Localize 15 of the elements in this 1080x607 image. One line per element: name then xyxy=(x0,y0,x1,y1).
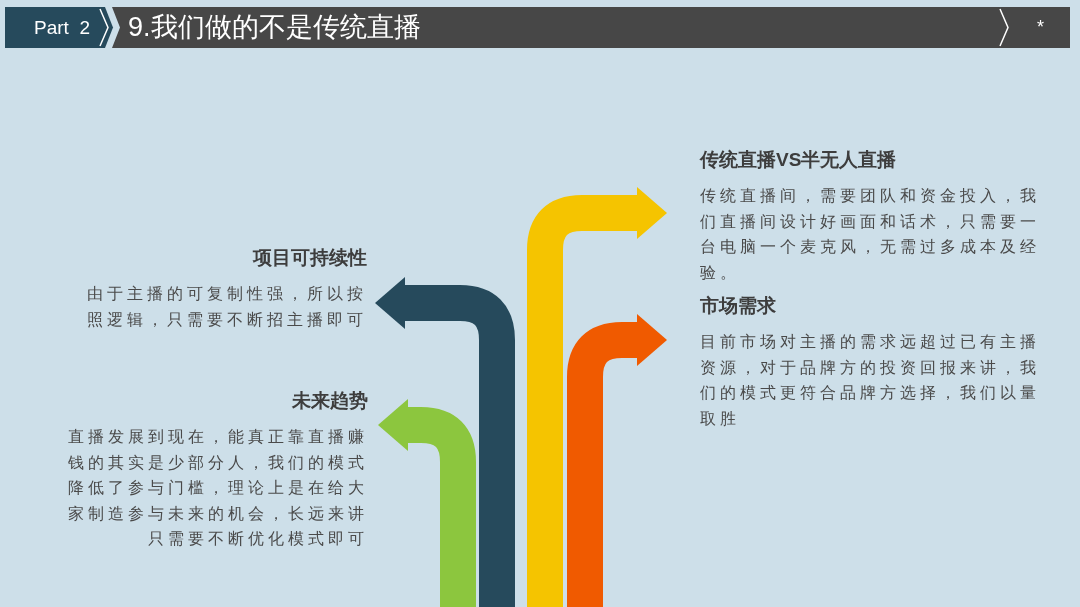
bent-arrow xyxy=(567,314,667,607)
bent-arrow xyxy=(378,399,476,607)
bent-arrow xyxy=(375,277,515,607)
section-heading: 项目可持续性 xyxy=(253,246,367,270)
bent-arrow xyxy=(527,187,667,607)
section-heading: 市场需求 xyxy=(700,294,776,318)
section-body: 目前市场对主播的需求远超过已有主播资源，对于品牌方的投资回报来讲，我们的模式更符合品牌方选择，我们以量取胜 xyxy=(700,332,1041,429)
section-heading: 传统直播VS半无人直播 xyxy=(700,148,897,172)
section-body: 传统直播间，需要团队和资金投入，我们直播间设计好画面和话术，只需要一台电脑一个麦克风，无需过多成本及经验。 xyxy=(700,186,1041,283)
section-body: 直播发展到现在，能真正靠直播赚钱的其实是少部分人，我们的模式降低了参与门槛，理论上是在给大家制造参与未来的机会，长远来讲只需要不断优化模式即可 xyxy=(67,427,368,549)
slide-title: 9.我们做的不是传统直播 xyxy=(128,11,421,44)
part-label: Part 2 xyxy=(34,16,90,40)
section-heading: 未来趋势 xyxy=(292,389,368,413)
asterisk-mark: * xyxy=(1037,16,1044,39)
section-body: 由于主播的可复制性强，所以按照逻辑，只需要不断招主播即可 xyxy=(86,284,367,330)
